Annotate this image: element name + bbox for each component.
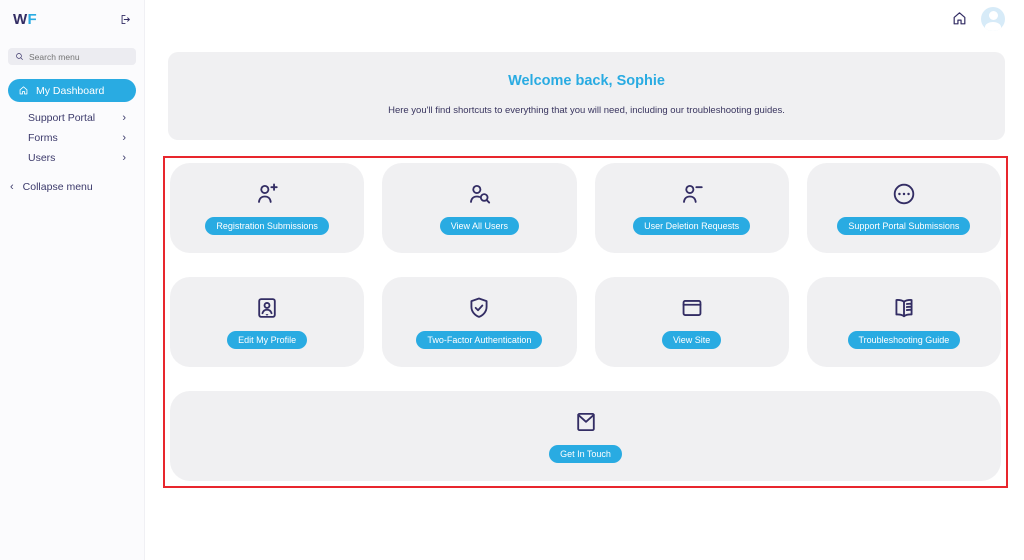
sidebar-nav: My Dashboard Support Portal › Forms › Us…	[0, 77, 144, 168]
home-icon	[19, 86, 28, 95]
sidebar: WF My Dashboard Support Portal › Forms ›	[0, 0, 145, 560]
logo-letter-w: W	[13, 11, 28, 28]
get-in-touch-button[interactable]: Get In Touch	[549, 444, 622, 464]
card-user-deletion-requests: User Deletion Requests	[594, 163, 789, 253]
shortcuts-highlight-box: Registration Submissions View All Users	[163, 156, 1008, 488]
collapse-menu-label: Collapse menu	[22, 181, 93, 193]
welcome-banner: Welcome back, Sophie Here you'll find sh…	[168, 52, 1005, 140]
user-search-icon	[470, 184, 491, 204]
open-book-icon	[895, 298, 913, 317]
logo-letter-f: F	[27, 11, 37, 28]
sidebar-item-label: Forms	[28, 132, 58, 144]
troubleshooting-guide-button[interactable]: Troubleshooting Guide	[847, 330, 961, 350]
id-badge-icon	[258, 297, 276, 318]
card-view-all-users: View All Users	[382, 163, 577, 253]
card-registration-submissions: Registration Submissions	[170, 163, 365, 253]
card-get-in-touch: Get In Touch	[170, 391, 1001, 481]
card-support-portal-submissions: Support Portal Submissions	[806, 163, 1001, 253]
sidebar-item-users[interactable]: Users ›	[8, 148, 136, 168]
search-input[interactable]	[29, 51, 129, 62]
sidebar-item-label: Support Portal	[28, 112, 96, 124]
chevron-right-icon: ›	[122, 151, 126, 164]
avatar-head-shape	[988, 10, 998, 20]
card-view-site: View Site	[594, 277, 789, 367]
card-two-factor-authentication: Two-Factor Authentication	[382, 277, 577, 367]
user-plus-icon	[258, 183, 278, 203]
card-edit-my-profile: Edit My Profile	[170, 277, 365, 367]
topbar	[168, 0, 1005, 31]
collapse-menu-button[interactable]: ‹ Collapse menu	[0, 181, 144, 193]
shortcuts-grid: Registration Submissions View All Users	[170, 163, 1001, 481]
search-icon	[16, 53, 23, 60]
view-site-button[interactable]: View Site	[661, 330, 722, 350]
home-icon[interactable]	[951, 10, 968, 27]
ellipsis-circle-icon	[893, 183, 915, 204]
user-deletion-requests-button[interactable]: User Deletion Requests	[633, 216, 751, 236]
registration-submissions-button[interactable]: Registration Submissions	[205, 216, 329, 236]
shield-check-icon	[470, 297, 488, 318]
sidebar-item-label: Users	[28, 152, 56, 164]
chevron-right-icon: ›	[122, 111, 126, 124]
envelope-icon	[576, 412, 595, 431]
two-factor-authentication-button[interactable]: Two-Factor Authentication	[416, 330, 543, 350]
sidebar-item-forms[interactable]: Forms ›	[8, 128, 136, 148]
browser-window-icon	[682, 299, 701, 316]
sidebar-item-support-portal[interactable]: Support Portal ›	[8, 108, 136, 128]
support-portal-submissions-button[interactable]: Support Portal Submissions	[837, 216, 971, 236]
view-all-users-button[interactable]: View All Users	[439, 216, 520, 236]
sidebar-item-label: My Dashboard	[36, 84, 105, 97]
user-minus-icon	[682, 184, 703, 203]
card-troubleshooting-guide: Troubleshooting Guide	[806, 277, 1001, 367]
logout-icon[interactable]	[118, 13, 131, 26]
main-content: Welcome back, Sophie Here you'll find sh…	[145, 0, 1024, 560]
sidebar-item-my-dashboard[interactable]: My Dashboard	[8, 79, 136, 102]
welcome-subtitle: Here you'll find shortcuts to everything…	[388, 105, 785, 116]
sidebar-header: WF	[0, 0, 144, 34]
edit-my-profile-button[interactable]: Edit My Profile	[227, 330, 308, 350]
avatar-body-shape	[985, 21, 1001, 31]
sidebar-search	[8, 48, 136, 65]
app-logo: WF	[13, 11, 37, 28]
welcome-title: Welcome back, Sophie	[508, 73, 665, 89]
chevron-left-icon: ‹	[10, 180, 14, 193]
avatar[interactable]	[981, 6, 1005, 31]
chevron-right-icon: ›	[122, 131, 126, 144]
